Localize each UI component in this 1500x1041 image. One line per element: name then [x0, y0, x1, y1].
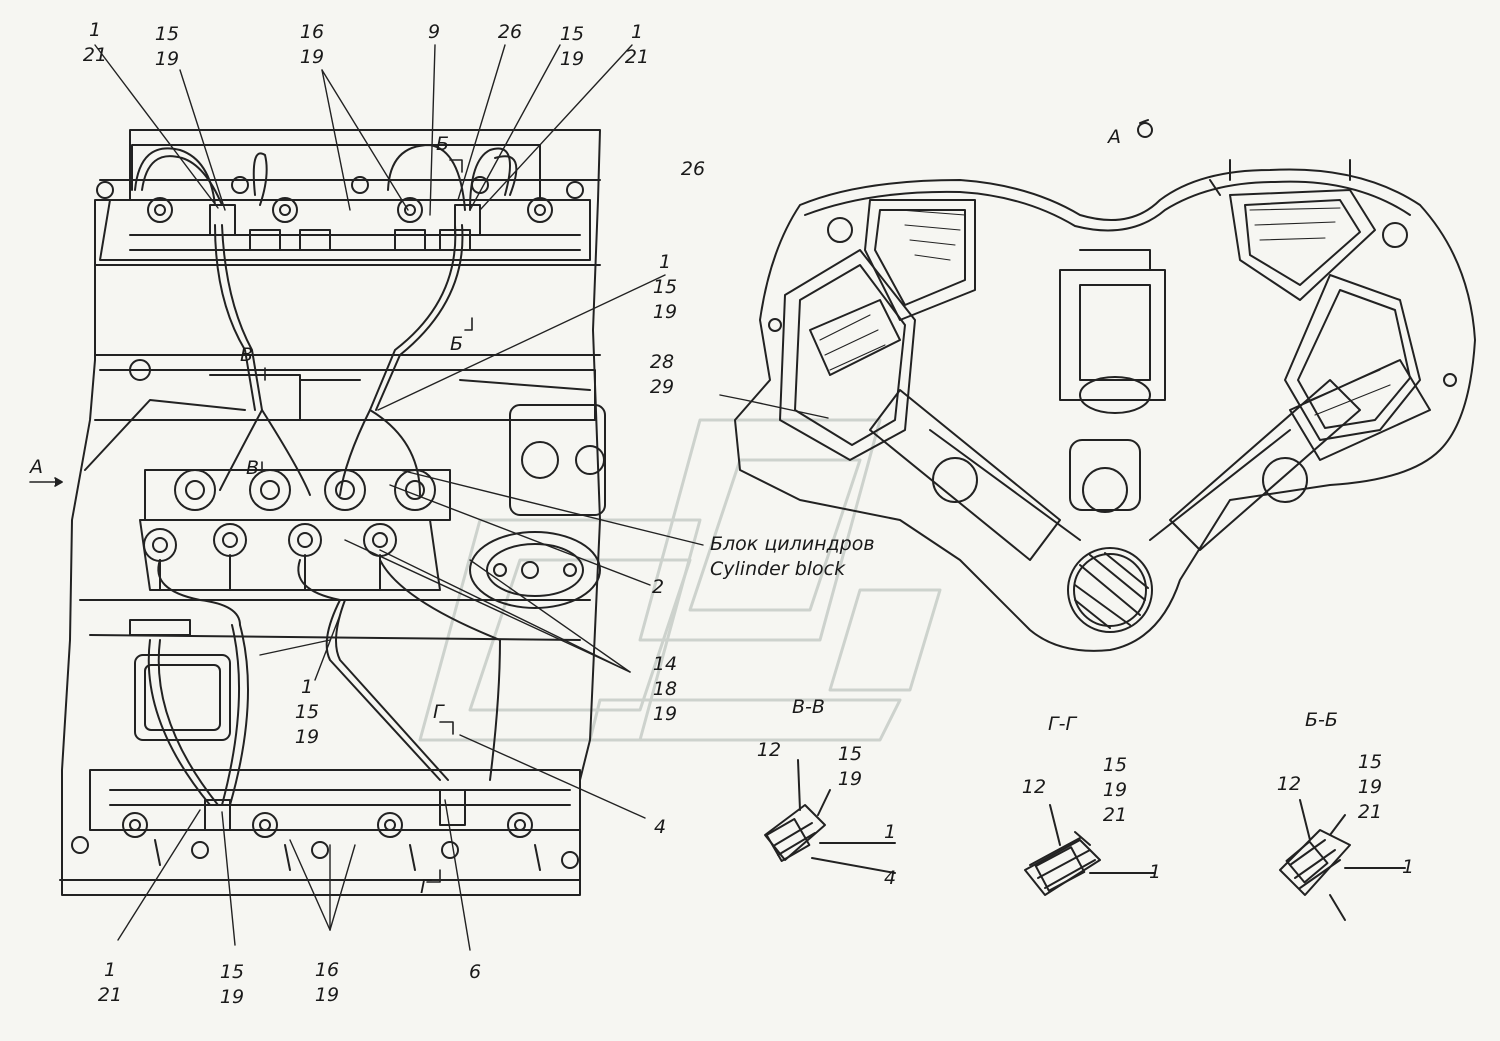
label-26-top: 26: [497, 21, 523, 43]
section-mark-b-top: Б: [436, 133, 450, 155]
label-26-right: 26: [680, 158, 706, 180]
section-vv-detail: [764, 759, 896, 874]
engine-outline: [61, 129, 601, 896]
mid-fuel-lines: [84, 224, 591, 496]
section-mark-b-mid: Б: [450, 333, 464, 355]
cross-section-outline: [734, 168, 1476, 652]
section-bb-detail: [1279, 799, 1406, 921]
label-vv-4: 4: [883, 867, 897, 889]
label-vv-12: 12: [756, 739, 782, 761]
section-mark-v-lower: В: [246, 457, 260, 479]
section-mark-g-upper: Г: [433, 701, 444, 723]
injector-block: [139, 469, 451, 591]
leader-lines: [94, 44, 829, 951]
engine-top-view: [59, 129, 606, 896]
section-markers: [29, 159, 473, 883]
label-4: 4: [653, 816, 667, 838]
section-title-gg: Г-Г: [1048, 713, 1077, 735]
callout-cylinder-block-en: Cylinder block: [710, 558, 846, 580]
top-injectors: [96, 176, 584, 251]
section-mark-v-upper: В: [240, 344, 254, 366]
label-bb-12: 12: [1276, 773, 1302, 795]
top-fuel-lines: [134, 144, 518, 211]
section-mark-g-lower: Г: [420, 876, 431, 898]
engine-cross-section: [734, 119, 1476, 652]
section-gg-detail: [1024, 804, 1156, 896]
label-gg-12: 12: [1021, 776, 1047, 798]
crankshaft: [1067, 547, 1153, 633]
label-bb-1: 1: [1401, 856, 1415, 878]
label-gg-1: 1: [1148, 861, 1162, 883]
view-arrow-a: А: [30, 456, 43, 478]
bottom-injectors: [71, 789, 579, 871]
section-title-bb: Б-Б: [1305, 709, 1338, 731]
section-title-vv: В-В: [792, 696, 825, 718]
callout-cylinder-block-ru: Блок цилиндров: [710, 533, 875, 555]
lower-fuel-lines: [147, 559, 501, 806]
label-9-top: 9: [427, 21, 441, 43]
watermark-logo: [418, 418, 942, 742]
label-6: 6: [468, 961, 482, 983]
label-2: 2: [651, 576, 665, 598]
view-a-title: А: [1108, 126, 1121, 148]
label-vv-1: 1: [883, 821, 897, 843]
